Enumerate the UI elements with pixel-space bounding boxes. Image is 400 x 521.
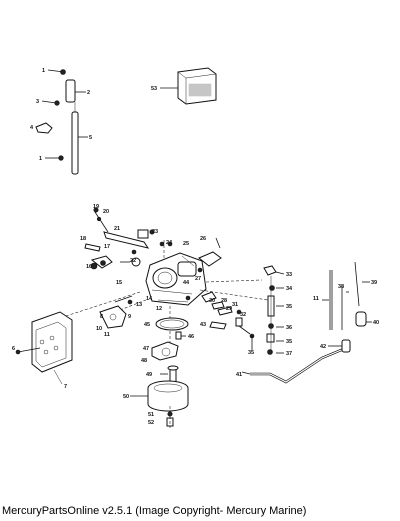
callout-label: 20 [103, 209, 109, 215]
callout-label: 34 [286, 286, 293, 292]
callout-label: 49 [146, 372, 152, 378]
callout-label: 19 [93, 204, 99, 210]
decal-box-part [160, 67, 217, 105]
callout-label: 9 [128, 314, 131, 320]
callout-label: 45 [144, 322, 150, 328]
callout-label: 40 [373, 320, 379, 326]
callout-label: 17 [104, 244, 110, 250]
fuel-fittings-right [249, 265, 285, 355]
callout-label: 41 [236, 372, 242, 378]
callout-label: 11 [104, 332, 110, 338]
callout-label: 3 [36, 99, 39, 105]
exploded-parts-diagram: 1 2 3 4 5 1 53 19 20 23 24 25 26 21 22 1… [12, 67, 379, 428]
callout-label: 35 [248, 350, 254, 356]
callout-label: 24 [166, 240, 173, 246]
callout-label: 48 [141, 358, 147, 364]
callout-label: 50 [123, 394, 129, 400]
callout-label: 37 [286, 351, 292, 357]
callout-label: 31 [232, 302, 238, 308]
callout-label: 15 [116, 280, 122, 286]
linkage-assembly-top [35, 69, 88, 175]
callout-label: 36 [286, 325, 292, 331]
choke-rods-fuel-line [241, 261, 372, 384]
callout-label: 1 [39, 156, 42, 162]
callout-label: 2 [87, 90, 90, 96]
callout-label: 10 [96, 326, 102, 332]
callout-label: 8 [100, 314, 103, 320]
callout-label: 21 [114, 226, 120, 232]
callout-label: 25 [183, 241, 189, 247]
callout-label: 51 [148, 412, 154, 418]
callout-label: 28 [221, 298, 227, 304]
callout-label: 22 [130, 258, 136, 264]
callout-label: 16 [86, 264, 92, 270]
callout-label: 18 [80, 236, 86, 242]
callout-label: 13 [136, 302, 142, 308]
callout-label: 42 [320, 344, 326, 350]
callout-label: 4 [30, 125, 34, 131]
callout-label: 6 [12, 346, 15, 352]
callout-label: 11 [313, 296, 319, 302]
callout-label: 32 [240, 312, 246, 318]
callout-label: 7 [64, 384, 67, 390]
callout-label: 27 [195, 276, 201, 282]
callout-label: 14 [146, 296, 153, 302]
callout-label: 33 [286, 272, 292, 278]
callout-label: 53 [151, 86, 157, 92]
carburetor-assembly [65, 207, 269, 428]
callout-label: 26 [200, 236, 206, 242]
air-intake-cover [15, 311, 73, 385]
callout-label: 38 [338, 284, 344, 290]
callout-label: 52 [148, 420, 154, 426]
callout-label: 46 [188, 334, 194, 340]
copyright-footer: MercuryPartsOnline v2.5.1 (Image Copyrig… [2, 505, 307, 517]
callout-label: 29 [226, 306, 232, 312]
callout-labels: 1 2 3 4 5 1 53 19 20 23 24 25 26 21 22 1… [12, 68, 379, 426]
callout-label: 47 [143, 346, 149, 352]
callout-label: 23 [152, 229, 158, 235]
callout-label: 1 [42, 68, 45, 74]
callout-label: 5 [89, 135, 92, 141]
callout-label: 12 [156, 306, 162, 312]
callout-label: 44 [183, 280, 190, 286]
callout-label: 35 [286, 339, 292, 345]
callout-label: 43 [200, 322, 206, 328]
callout-label: 39 [371, 280, 377, 286]
callout-label: 30 [209, 298, 215, 304]
callout-label: 35 [286, 304, 292, 310]
